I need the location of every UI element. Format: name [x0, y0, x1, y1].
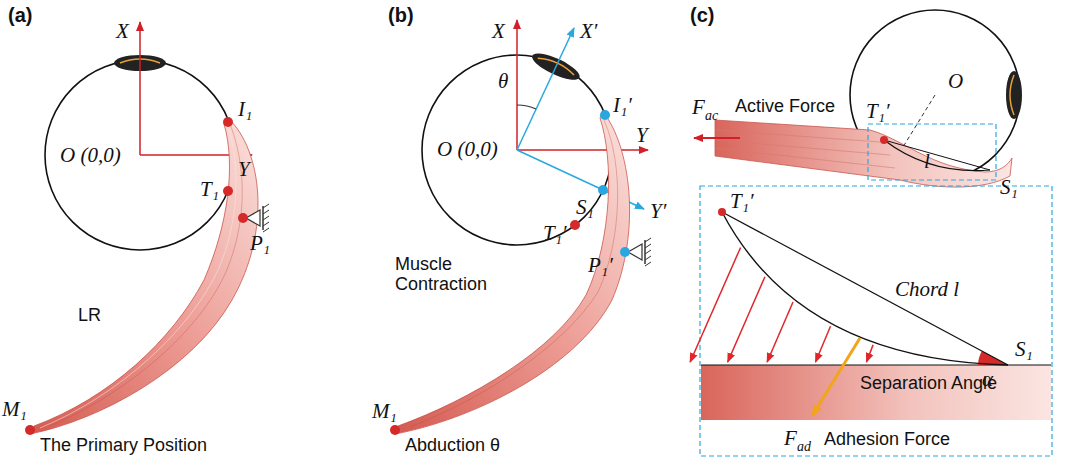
note-label: Muscle Contraction	[395, 255, 520, 295]
angle-label: θ	[498, 70, 508, 93]
force-label: Adhesion Force	[824, 430, 950, 450]
panel-b-art	[390, 20, 651, 435]
muscle-label: LR	[78, 306, 101, 326]
point-label: T₁′	[866, 100, 890, 123]
axis-label: X	[492, 20, 505, 43]
force-label: Active Force	[735, 97, 835, 117]
point-label: S₁	[1000, 176, 1018, 199]
axis-label: X′	[580, 20, 597, 43]
angle-name: Separation Angle	[860, 374, 997, 394]
axis-label: Y	[238, 158, 250, 181]
point-label: S₁	[1015, 338, 1033, 361]
axis-label: X	[116, 20, 129, 43]
chord-label: l	[924, 150, 930, 173]
point-label: P₁	[250, 232, 270, 255]
chord-label: Chord l	[895, 278, 959, 301]
point-label: M₁	[372, 400, 397, 423]
panel-label: (b)	[388, 4, 414, 26]
axis-label: Y′	[650, 200, 666, 223]
panel-label: (c)	[690, 4, 714, 26]
force-symbol: F	[692, 96, 705, 119]
point-label: M₁	[2, 398, 27, 421]
caption-label: The Primary Position	[40, 436, 207, 456]
point-label: T₁′	[543, 222, 567, 245]
origin-label: O (0,0)	[60, 144, 121, 167]
force-subscript: ad	[797, 439, 811, 454]
center-label: O	[948, 70, 963, 93]
point-label: P₁′	[588, 254, 613, 277]
point-label: T₁	[200, 178, 219, 201]
point-label: I₁′	[613, 94, 632, 117]
point-label: I₁	[238, 98, 252, 121]
panel-a-art	[25, 22, 269, 435]
adhesion-arrow	[728, 277, 765, 362]
point-label: S₁	[576, 196, 594, 219]
adhesion-arrow	[866, 345, 873, 362]
panel-c-art	[690, 10, 1052, 456]
adhesion-arrow	[767, 302, 793, 362]
force-symbol: F	[784, 427, 797, 450]
caption-label: Abduction θ	[405, 436, 500, 456]
origin-label: O (0,0)	[437, 138, 498, 161]
adhesion-arrow	[816, 326, 831, 362]
point-label: T₁′	[730, 190, 754, 213]
force-subscript: ac	[705, 108, 718, 123]
panel-label: (a)	[8, 4, 32, 26]
axis-label: Y	[636, 124, 648, 147]
adhesion-arrow	[690, 247, 740, 362]
